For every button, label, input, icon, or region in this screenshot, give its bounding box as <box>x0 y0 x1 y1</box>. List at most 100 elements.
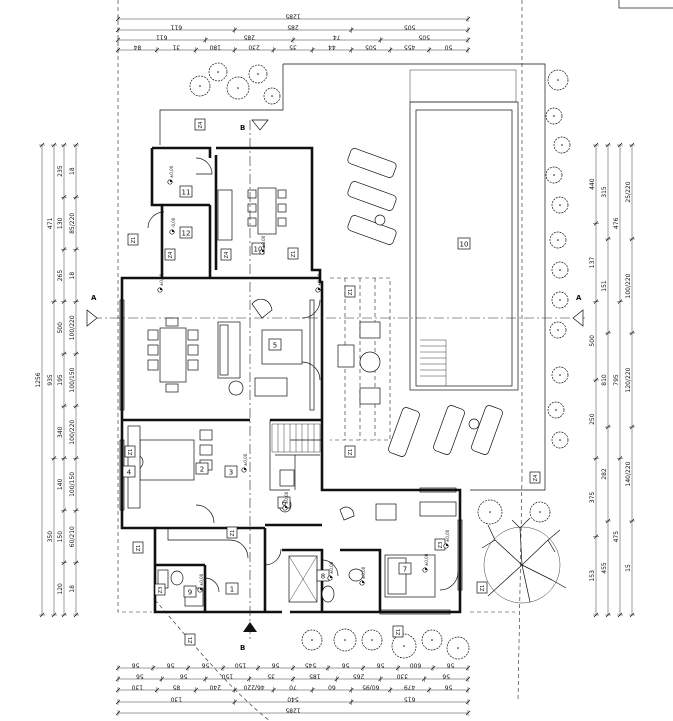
dimension-value: 46/220 <box>243 684 264 691</box>
wall-tag-z12: Z4 <box>164 248 176 261</box>
wall-tag-z4: Z1 <box>287 247 299 260</box>
room-label-r12: 12 <box>179 226 193 239</box>
dimension-value: 153 <box>589 570 596 582</box>
bedroom-furniture <box>339 501 457 598</box>
tree-icon <box>248 64 268 84</box>
wall-tag-z7: Z1 <box>476 581 488 594</box>
wall-tag-z16: Z3 <box>154 583 166 596</box>
trees <box>189 62 571 660</box>
elevation-mark: ±0,00 <box>422 553 429 573</box>
wall-tag-text: Z4 <box>168 252 174 259</box>
elevation-marks: ±0,00-0,00±0,00±0,00±0,00±0,00±0,00±0,00… <box>157 165 450 593</box>
dimension-value: 100/150 <box>69 472 76 497</box>
dimension-value: 56 <box>447 662 455 669</box>
wall-tag-z10: Z1 <box>127 233 139 246</box>
dimension-value: 130 <box>57 217 64 229</box>
dimension-value: 810 <box>601 374 608 386</box>
dimension-value: 1256 <box>35 372 42 387</box>
wall-tag-z3: Z1 <box>226 526 238 539</box>
wall-tag-text: Z1 <box>291 251 297 258</box>
dimension-value: 100/220 <box>625 273 632 298</box>
wall-tag-text: Z4 <box>533 475 539 482</box>
tree-icon <box>333 628 357 652</box>
dimension-value: 1285 <box>285 707 300 714</box>
wall-tag-text: Z1 <box>188 637 194 644</box>
room-number: 4 <box>127 469 132 477</box>
dimension-value: 455 <box>601 562 608 574</box>
tree-icon <box>549 321 567 339</box>
tree-icon <box>549 231 567 249</box>
elevation-mark: -0,00 <box>169 217 176 235</box>
wall-tag-text: Z3 <box>438 542 444 549</box>
dimension-value: 130 <box>132 684 144 691</box>
dimension-value: 235 <box>57 165 64 177</box>
wall-tag-z5: Z1 <box>344 285 356 298</box>
elevation-mark: ±0,00 <box>315 273 322 293</box>
dining-table <box>147 317 199 393</box>
room-label-r10b: 10 <box>457 237 471 250</box>
section-b-top-label: B <box>240 124 245 132</box>
pool <box>409 101 519 391</box>
dimension-value: 140 <box>57 479 64 491</box>
wall-tag-text: Z1 <box>128 449 134 456</box>
tree-icon <box>421 629 443 651</box>
dimension-value: 230 <box>248 44 260 51</box>
tree-icon <box>301 629 323 651</box>
dimension-value: 56 <box>442 673 450 680</box>
dimension-value: 35 <box>267 673 275 680</box>
dimension-value: 137 <box>589 257 596 269</box>
dimension-value: 74 <box>333 34 341 41</box>
tree-icon <box>189 75 211 97</box>
dimension-value: 85 <box>172 684 180 691</box>
section-a-left-label: A <box>91 294 97 302</box>
room-label-r3: 3 <box>224 465 238 478</box>
dimension-value: 151 <box>601 280 608 292</box>
dimension-value: 340 <box>57 426 64 438</box>
tree-icon <box>226 76 250 100</box>
dimension-value: 25/220 <box>625 181 632 202</box>
dimension-value: 100/220 <box>69 420 76 445</box>
dimension-value: 500 <box>57 322 64 334</box>
tree-icon <box>551 261 569 279</box>
wall-tag-z2: Z1 <box>132 541 144 554</box>
section-a-right-label: A <box>576 294 582 302</box>
dimension-value: 31 <box>172 44 180 51</box>
dimension-value: 330 <box>396 673 408 680</box>
dimension-value: 60 <box>328 684 336 691</box>
room-number: 8 <box>321 573 325 581</box>
dimension-value: 85/220 <box>69 213 76 234</box>
tree-icon <box>529 501 551 523</box>
room-number: 2 <box>200 466 204 474</box>
dimension-value: 935 <box>47 374 54 386</box>
room-number: 7 <box>403 566 407 574</box>
dimension-value: 350 <box>47 531 54 543</box>
dimension-value: 265 <box>57 270 64 282</box>
dimension-value: 1285 <box>285 13 300 20</box>
wall-tag-text: Z4 <box>224 252 230 259</box>
room-label-r2: 2 <box>195 462 209 475</box>
sofa <box>217 321 241 379</box>
dimension-value: 18 <box>69 167 76 175</box>
dimension-value: 140/220 <box>625 461 632 486</box>
tree-icon <box>551 431 569 449</box>
dimension-value: 505 <box>404 24 416 31</box>
tree-icon <box>545 107 563 125</box>
wall-tag-text: Z1 <box>230 530 236 537</box>
title-block-corner <box>618 0 673 9</box>
dimension-col-left-4: 1885/22018100/220100/150100/220100/15060… <box>69 142 79 618</box>
dimension-value: 150 <box>221 673 233 680</box>
dimension-value: 100/220 <box>69 315 76 340</box>
outdoor-dining <box>217 187 287 241</box>
elevation-mark: ±0,00 <box>197 573 204 593</box>
dimension-row-top-1: 1285 <box>115 13 471 22</box>
elevation-text: ±0,00 <box>445 529 450 542</box>
exterior-walls <box>120 146 462 614</box>
